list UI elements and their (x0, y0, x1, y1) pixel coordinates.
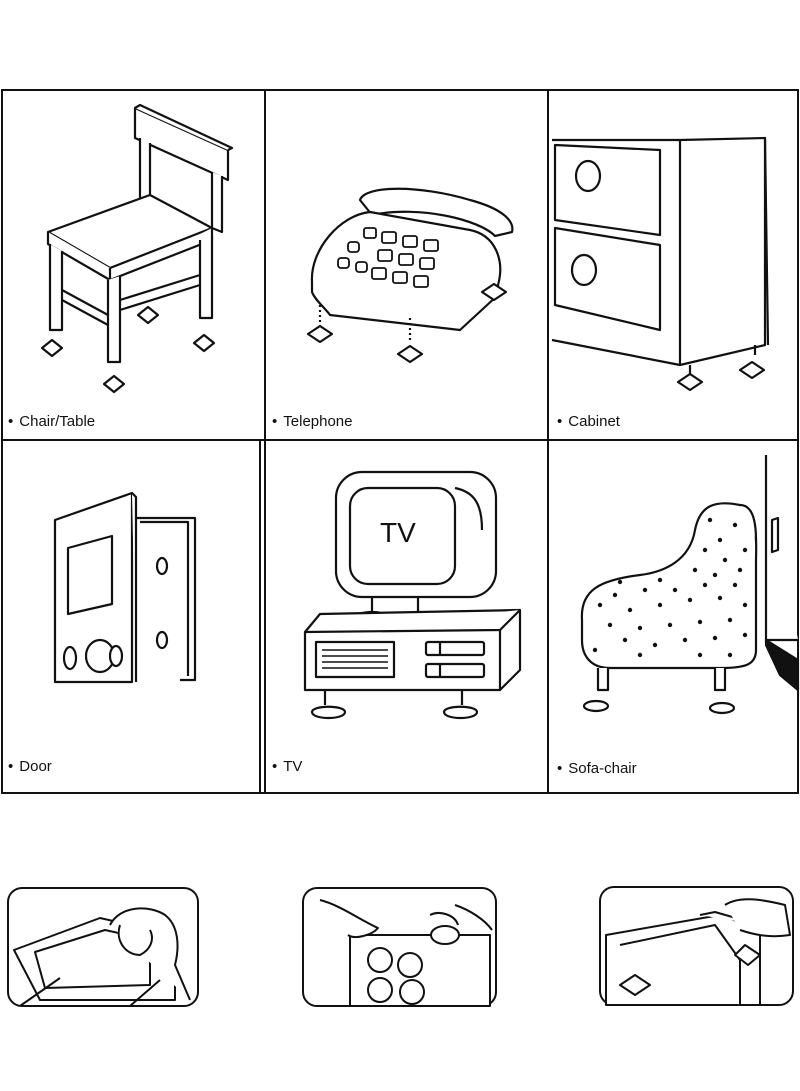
tv-screen-text: TV (380, 517, 416, 548)
sofa-chair-icon (580, 455, 800, 715)
peel-pad-icon (302, 887, 497, 1007)
stick-pad-icon (599, 886, 794, 1006)
telephone-icon (306, 187, 514, 364)
bullet-dot: • (8, 413, 13, 430)
label-cabinet: •Cabinet (557, 413, 621, 430)
chair-icon (40, 103, 234, 394)
cabinet-icon (551, 136, 770, 392)
door-icon (53, 491, 197, 684)
label-door: •Door (8, 758, 52, 775)
label-tv: •TV (272, 758, 302, 775)
wipe-surface-icon (7, 887, 199, 1007)
label-sofa-chair: •Sofa-chair (557, 760, 637, 777)
label-telephone: •Telephone (272, 413, 353, 430)
tv-icon (303, 470, 522, 720)
label-chair: •Chair/Table (8, 413, 95, 430)
grid-frame (1, 89, 799, 794)
application-grid: •Chair/Table •Telephone (1, 89, 800, 794)
